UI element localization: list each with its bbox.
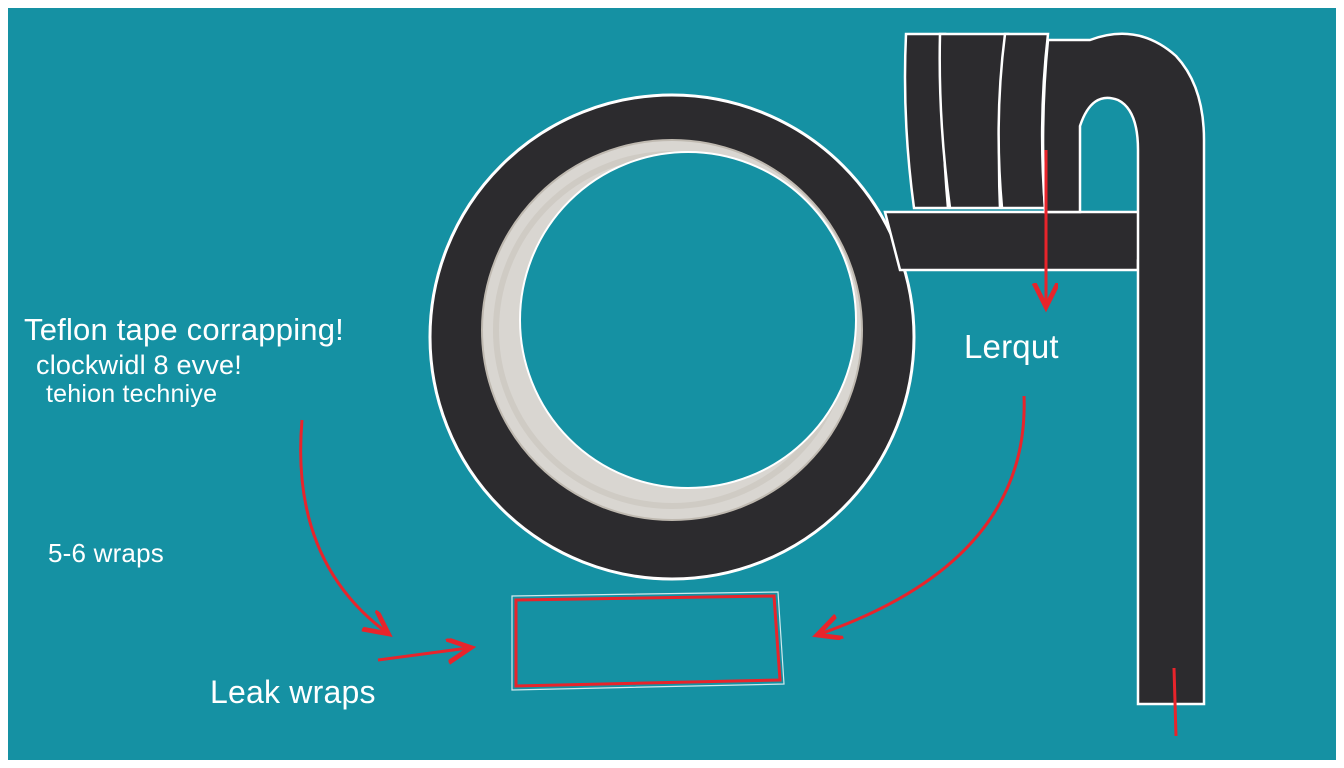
arrow-leak-to-box bbox=[377, 648, 468, 660]
diagram-title-line-2: clockwidl 8 evve! bbox=[36, 350, 242, 380]
lerqut-label: Lerqut bbox=[964, 328, 1059, 365]
annotation-arrows bbox=[299, 150, 1178, 737]
arrow-pipe-bottom bbox=[1172, 667, 1178, 737]
diagram-title-line-1: Teflon tape corrapping! bbox=[24, 312, 344, 347]
tape-roll bbox=[428, 93, 916, 581]
thread-wrap-3 bbox=[997, 32, 1050, 210]
leak-wrap-box bbox=[514, 594, 782, 688]
arrow-lerqut-to-box bbox=[820, 395, 1026, 634]
wraps-count-label: 5-6 wraps bbox=[48, 538, 164, 568]
leak-wraps-label: Leak wraps bbox=[210, 674, 376, 710]
tape-strip bbox=[883, 210, 1160, 272]
tape-roll-core-hole bbox=[519, 151, 857, 489]
leak-wrap-box-outline bbox=[511, 591, 785, 691]
diagram-title-line-3: tehion techniye bbox=[46, 380, 218, 408]
pipe-threads bbox=[903, 32, 1050, 210]
pipe-hook bbox=[1041, 32, 1206, 706]
arrow-wraps-to-box bbox=[299, 419, 386, 632]
